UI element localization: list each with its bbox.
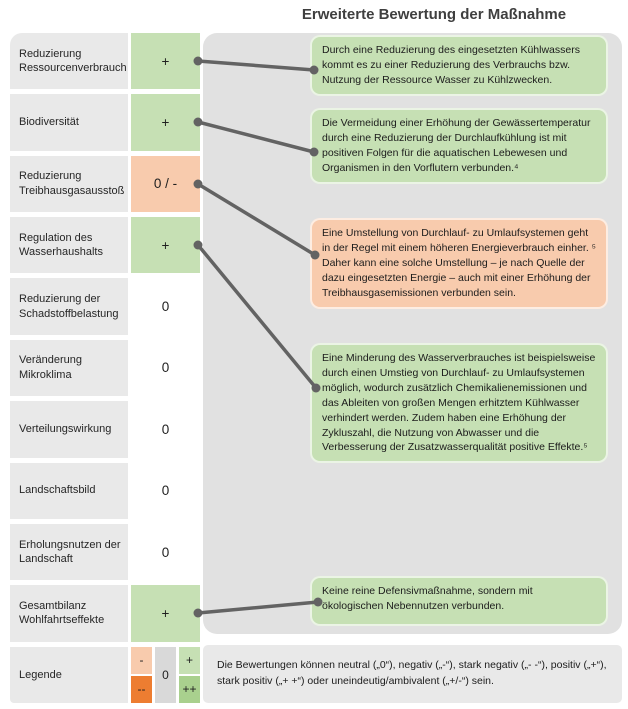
row-label: Landschaftsbild [10,462,128,519]
table-row: Gesamtbilanz Wohlfahrtseffekte + [10,585,200,642]
legend-note: Die Bewertungen können neutral („0“), ne… [203,645,622,703]
callout-greenhouse-gas: Eine Umstellung von Durchlauf- zu Umlauf… [310,218,608,309]
rating-cell: 0 / - [131,155,200,213]
legend-row: Legende - -- 0 + ++ [10,646,200,703]
row-label: Veränderung Mikroklima [10,339,128,397]
callout-overall-balance: Keine reine Defensivmaßnahme, sondern mi… [310,576,608,626]
legend-note-text: Die Bewertungen können neutral („0“), ne… [217,659,607,687]
legend-label: Legende [10,646,128,703]
legend-negative-column: - -- [131,646,152,703]
row-label: Gesamtbilanz Wohlfahrtseffekte [10,585,128,642]
table-row: Verteilungswirkung 0 [10,401,200,458]
rating-cell: + [131,94,200,151]
rating-cell: 0 [131,523,200,581]
row-label: Reduzierung Ressourcenverbrauch [10,33,128,90]
rating-cell: + [131,33,200,90]
legend-cell-negative: - [131,646,152,674]
legend-positive-column: + ++ [179,646,200,703]
table-row: Regulation des Wasserhaushalts + [10,217,200,274]
legend-cell-strong-negative: -- [131,675,152,703]
evaluation-table: Reduzierung Ressourcenverbrauch + Biodiv… [10,33,200,703]
callout-biodiversity: Die Vermeidung einer Erhöhung der Gewäss… [310,108,608,184]
row-label: Verteilungswirkung [10,401,128,458]
callout-water-balance: Eine Minderung des Wasserverbrauches ist… [310,343,608,464]
rating-cell: 0 [131,339,200,397]
row-label: Reduzierung Treibhausgasausstoß [10,155,128,213]
table-row: Landschaftsbild 0 [10,462,200,519]
table-row: Veränderung Mikroklima 0 [10,339,200,397]
row-label: Reduzierung der Schadstoffbelastung [10,278,128,335]
table-row: Reduzierung der Schadstoffbelastung 0 [10,278,200,335]
page-title: Erweiterte Bewertung der Maßnahme [301,6,567,23]
callout-resource-reduction: Durch eine Reduzierung des eingesetzten … [310,35,608,96]
table-row: Erholungsnutzen der Landschaft 0 [10,523,200,581]
rating-cell: 0 [131,401,200,458]
legend-cell-neutral: 0 [155,646,176,703]
legend-cell-strong-positive: ++ [179,675,200,703]
legend-cells: - -- 0 + ++ [131,646,200,703]
table-row: Biodiversität + [10,94,200,151]
rating-cell: 0 [131,278,200,335]
row-label: Regulation des Wasserhaushalts [10,217,128,274]
table-row: Reduzierung Ressourcenverbrauch + [10,33,200,90]
row-label: Biodiversität [10,94,128,151]
table-row: Reduzierung Treibhausgasausstoß 0 / - [10,155,200,213]
rating-cell: 0 [131,462,200,519]
row-label: Erholungsnutzen der Landschaft [10,523,128,581]
rating-cell: + [131,217,200,274]
rating-cell: + [131,585,200,642]
legend-cell-positive: + [179,646,200,674]
